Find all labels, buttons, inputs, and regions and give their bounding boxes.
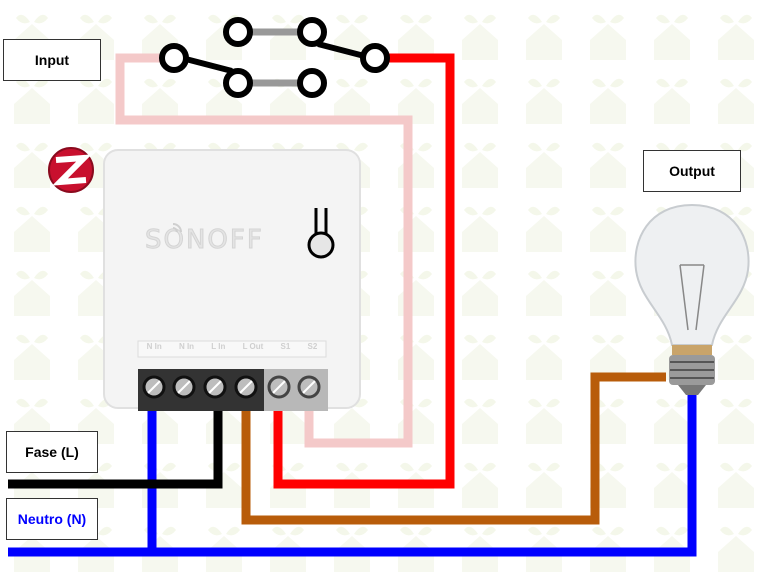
wire-neutral-main (8, 395, 697, 557)
input-label: Input (3, 39, 101, 81)
sonoff-device: SONOFF (103, 149, 361, 411)
light-bulb-icon (634, 203, 750, 395)
neutro-label: Neutro (N) (6, 498, 98, 540)
wire-s2 (115, 53, 413, 448)
terminal-label: S1 (280, 342, 291, 351)
terminal-label: N In (146, 342, 162, 351)
terminal-label: L Out (242, 342, 264, 351)
two-way-switch-icon (159, 17, 390, 98)
terminal-label: S2 (307, 342, 318, 351)
zigbee-logo-icon (48, 147, 94, 193)
brand-logo: SONOFF (145, 225, 264, 255)
output-label: Output (643, 150, 741, 192)
terminal-labels: N In N In L In L Out S1 S2 (138, 342, 326, 351)
pairing-button-icon (307, 208, 335, 259)
wire-s1 (273, 53, 455, 489)
wire-load (241, 372, 666, 525)
terminal-label: N In (178, 342, 195, 351)
wire-phase (8, 395, 223, 489)
fase-label: Fase (L) (6, 431, 98, 473)
terminal-label: L In (211, 342, 226, 351)
